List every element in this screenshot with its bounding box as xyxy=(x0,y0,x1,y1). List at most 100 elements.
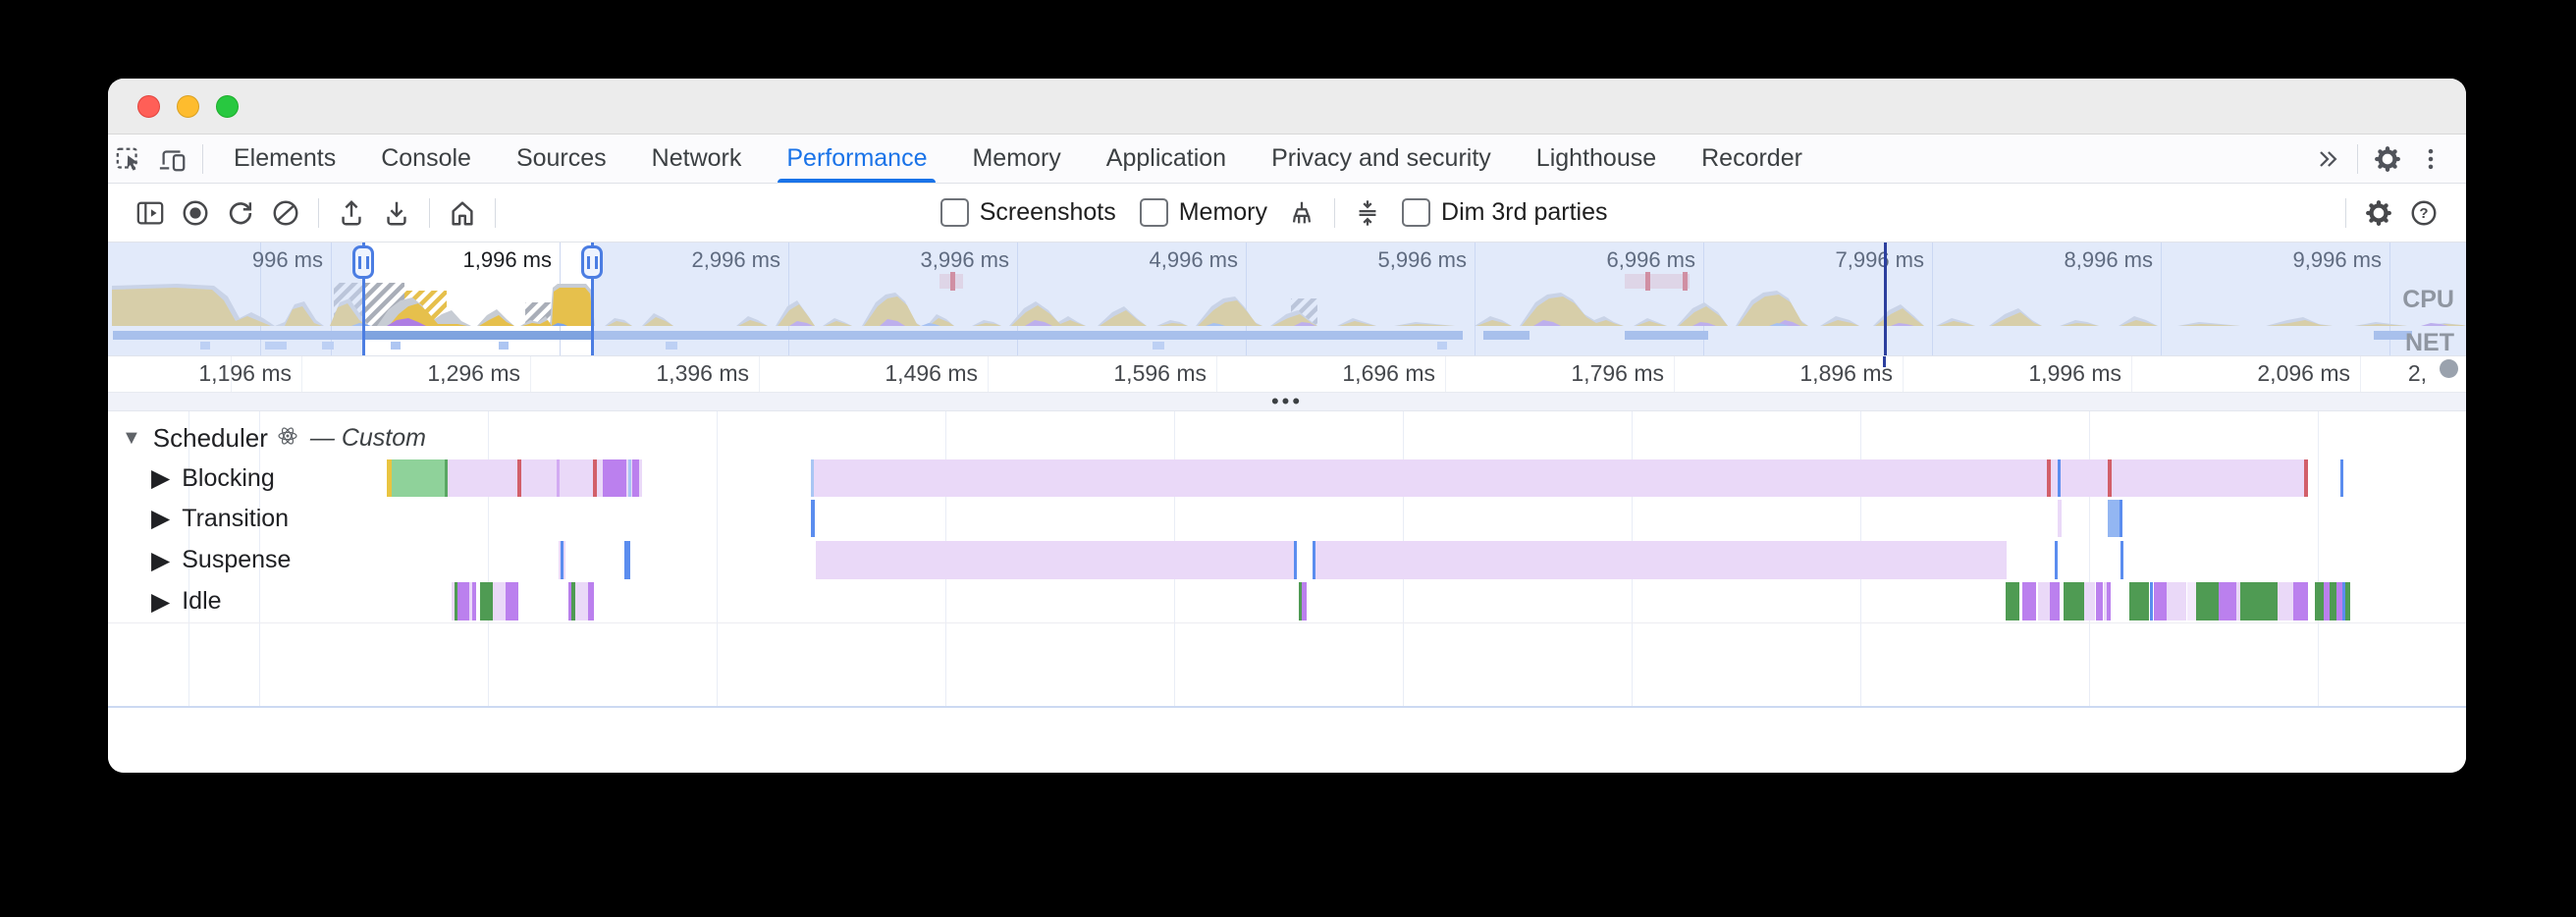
timeline-event-segment[interactable] xyxy=(588,582,594,620)
record-and-reload-icon[interactable] xyxy=(218,190,263,236)
timeline-event-segment[interactable] xyxy=(2293,582,2308,620)
live-metrics-home-icon[interactable] xyxy=(440,190,485,236)
expand-triangle-icon[interactable]: ▶ xyxy=(151,587,171,616)
timeline-event-segment[interactable] xyxy=(2340,459,2343,497)
timeline-event-segment[interactable] xyxy=(480,582,493,620)
timeline-event-segment[interactable] xyxy=(2120,500,2122,537)
upload-profile-icon[interactable] xyxy=(329,190,374,236)
help-icon[interactable]: ? xyxy=(2401,190,2446,236)
track-row-idle[interactable]: ▶Idle xyxy=(108,582,2466,620)
settings-gear-icon[interactable] xyxy=(2366,139,2409,179)
timeline-event-segment[interactable] xyxy=(472,582,476,620)
timeline-event-segment[interactable] xyxy=(2240,582,2278,620)
timeline-event-segment[interactable] xyxy=(2330,582,2336,620)
timeline-event-segment[interactable] xyxy=(628,459,631,497)
timeline-event-segment[interactable] xyxy=(2084,582,2095,620)
track-row-label-idle[interactable]: ▶Idle xyxy=(108,582,222,620)
panel-resize-handle[interactable]: ••• xyxy=(108,391,2466,412)
clear-icon[interactable] xyxy=(263,190,308,236)
timeline-event-segment[interactable] xyxy=(561,541,564,579)
timeline-event-segment[interactable] xyxy=(575,582,588,620)
timeline-event-segment[interactable] xyxy=(445,459,448,497)
timeline-event-segment[interactable] xyxy=(506,582,518,620)
timeline-event-segment[interactable] xyxy=(557,459,560,497)
timeline-event-segment[interactable] xyxy=(2022,582,2036,620)
timeline-event-segment[interactable] xyxy=(2108,459,2112,497)
selection-handle-right[interactable] xyxy=(581,245,603,279)
timeline-event-segment[interactable] xyxy=(2336,582,2342,620)
track-row-suspense[interactable]: ▶Suspense xyxy=(108,541,2466,579)
dim-3rd-parties-checkbox[interactable]: Dim 3rd parties xyxy=(1402,198,1608,227)
timeline-event-segment[interactable] xyxy=(632,459,639,497)
kebab-menu-icon[interactable] xyxy=(2409,139,2452,179)
timeline-event-segment[interactable] xyxy=(2219,582,2236,620)
inspect-element-icon[interactable] xyxy=(108,139,151,179)
timeline-event-segment[interactable] xyxy=(2324,582,2330,620)
timeline-event-segment[interactable] xyxy=(2154,582,2167,620)
timeline-event-segment[interactable] xyxy=(603,459,626,497)
timeline-event-segment[interactable] xyxy=(2304,459,2308,497)
timeline-event-segment[interactable] xyxy=(2104,582,2107,620)
expand-triangle-icon[interactable]: ▶ xyxy=(151,505,171,532)
timeline-event-segment[interactable] xyxy=(2315,582,2324,620)
screenshots-checkbox[interactable]: Screenshots xyxy=(939,198,1116,227)
close-window-button[interactable] xyxy=(137,95,160,118)
collapse-triangle-icon[interactable]: ▼ xyxy=(122,426,141,449)
timeline-event-segment[interactable] xyxy=(593,459,597,497)
toggle-device-toolbar-icon[interactable] xyxy=(151,139,194,179)
timeline-event-segment[interactable] xyxy=(816,541,1294,579)
timeline-event-segment[interactable] xyxy=(2058,459,2061,497)
tab-application[interactable]: Application xyxy=(1084,135,1249,183)
timeline-event-segment[interactable] xyxy=(455,582,457,620)
tab-sources[interactable]: Sources xyxy=(494,135,629,183)
record-icon[interactable] xyxy=(173,190,218,236)
zoom-window-button[interactable] xyxy=(216,95,239,118)
track-row-label-transition[interactable]: ▶Transition xyxy=(108,500,289,537)
timeline-event-segment[interactable] xyxy=(392,459,446,497)
timeline-event-segment[interactable] xyxy=(1299,582,1302,620)
timeline-event-segment[interactable] xyxy=(2150,582,2153,620)
timeline-event-segment[interactable] xyxy=(2055,541,2058,579)
track-lane-idle[interactable] xyxy=(108,582,2466,620)
tab-memory[interactable]: Memory xyxy=(949,135,1083,183)
timeline-event-segment[interactable] xyxy=(469,582,472,620)
timeline-event-segment[interactable] xyxy=(493,582,506,620)
scheduler-track-header[interactable]: ▼ Scheduler — Custom xyxy=(108,421,426,455)
timeline-event-segment[interactable] xyxy=(1313,541,1315,579)
timeline-event-segment[interactable] xyxy=(2345,582,2350,620)
track-row-blocking[interactable]: ▶Blocking xyxy=(108,459,2466,497)
tab-network[interactable]: Network xyxy=(629,135,765,183)
timeline-event-segment[interactable] xyxy=(2047,459,2051,497)
memory-checkbox[interactable]: Memory xyxy=(1139,198,1267,227)
track-row-transition[interactable]: ▶Transition xyxy=(108,500,2466,537)
tab-elements[interactable]: Elements xyxy=(211,135,358,183)
timeline-event-segment[interactable] xyxy=(2187,582,2196,620)
timeline-event-segment[interactable] xyxy=(2108,500,2121,537)
bottom-pane-divider[interactable] xyxy=(108,706,2466,708)
scrollbar-thumb[interactable] xyxy=(2440,359,2458,378)
toggle-sidebar-icon[interactable] xyxy=(128,190,173,236)
timeline-event-segment[interactable] xyxy=(2196,582,2219,620)
timeline-event-segment[interactable] xyxy=(2278,582,2293,620)
expand-triangle-icon[interactable]: ▶ xyxy=(151,464,171,492)
timeline-event-segment[interactable] xyxy=(2236,582,2240,620)
timeline-event-segment[interactable] xyxy=(2038,582,2050,620)
tab-lighthouse[interactable]: Lighthouse xyxy=(1514,135,1679,183)
tab-recorder[interactable]: Recorder xyxy=(1679,135,1825,183)
tab-performance[interactable]: Performance xyxy=(764,135,949,183)
download-profile-icon[interactable] xyxy=(374,190,419,236)
timeline-event-segment[interactable] xyxy=(2050,582,2060,620)
minimize-window-button[interactable] xyxy=(177,95,199,118)
tab-privacy-and-security[interactable]: Privacy and security xyxy=(1249,135,1514,183)
timeline-event-segment[interactable] xyxy=(2129,582,2149,620)
timeline-event-segment[interactable] xyxy=(2058,500,2062,537)
timeline-event-segment[interactable] xyxy=(811,500,815,537)
timeline-event-segment[interactable] xyxy=(624,541,630,579)
more-tabs-icon[interactable] xyxy=(2306,139,2349,179)
timeline-event-segment[interactable] xyxy=(811,459,2308,497)
timeline-event-segment[interactable] xyxy=(1302,582,1307,620)
timeline-event-segment[interactable] xyxy=(2167,582,2186,620)
tab-console[interactable]: Console xyxy=(358,135,494,183)
timeline-event-segment[interactable] xyxy=(2342,582,2345,620)
